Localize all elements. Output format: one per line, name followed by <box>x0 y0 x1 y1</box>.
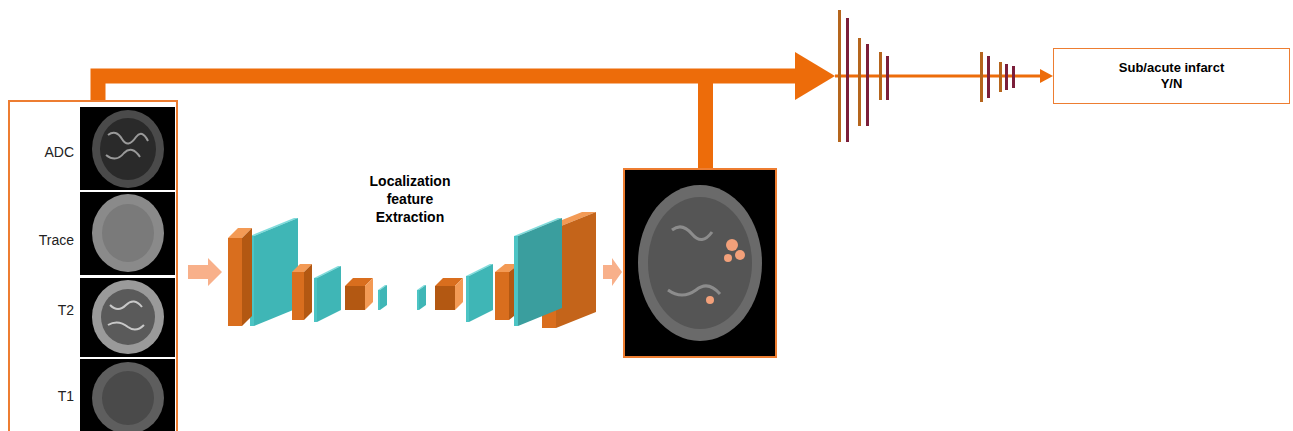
sequence-label: ADC <box>44 144 74 160</box>
flow-arrow <box>603 258 622 286</box>
segmentation-image <box>624 169 776 357</box>
mri-thumbnails <box>80 107 175 431</box>
flow-arrow <box>188 258 222 286</box>
flow-connector <box>98 52 1053 100</box>
input-panel: ADC TraceT2T1 <box>8 100 178 431</box>
stage-label: Localization feature Extraction <box>360 172 460 227</box>
unet-blocks <box>228 212 596 328</box>
dense-layers <box>838 10 1015 142</box>
sequence-label: T1 <box>58 388 74 404</box>
sequence-label: T2 <box>58 302 74 318</box>
output-label: Sub/acute infarct Y/N <box>1111 60 1233 93</box>
segmentation-connector <box>698 76 713 169</box>
sequence-label: Trace <box>39 232 74 248</box>
output-box: Sub/acute infarct Y/N <box>1053 48 1290 104</box>
